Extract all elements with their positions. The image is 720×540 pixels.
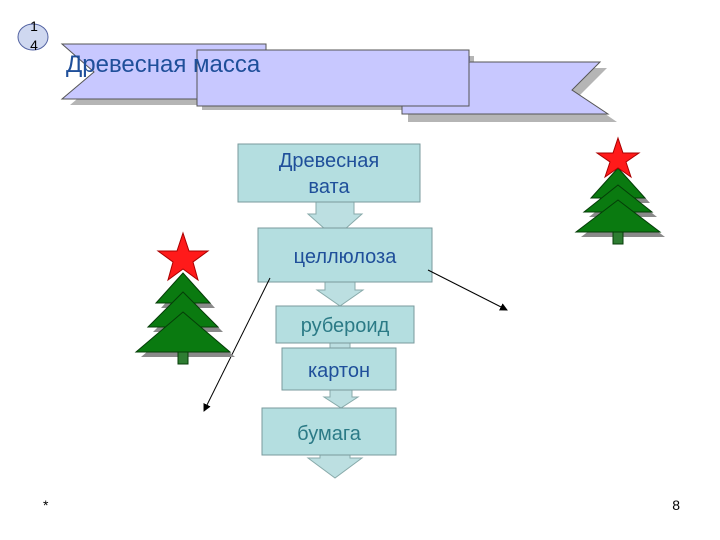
down-arrow-1	[306, 201, 364, 239]
slide-title: Древесная масса	[66, 51, 261, 78]
down-arrow-4	[322, 389, 360, 409]
page-number: 8	[672, 497, 680, 513]
box-roofing-felt	[275, 305, 415, 344]
box-cellulose-label: целлюлоза	[294, 246, 398, 268]
title-banner: Древесная масса	[60, 43, 617, 122]
badge-digit-2: 4	[30, 37, 38, 53]
down-arrow-2	[315, 281, 365, 307]
box-wood-wool-line1: Древесная	[279, 150, 379, 172]
arrow-line-right	[427, 269, 508, 311]
box-paper-label: бумага	[297, 423, 362, 445]
tree-with-star-icon	[134, 231, 235, 365]
star-icon	[595, 136, 641, 179]
tree-with-star-icon	[574, 136, 665, 245]
box-wood-wool	[237, 143, 421, 203]
footer-asterisk: *	[43, 497, 49, 513]
badge-digit-1: 1	[30, 18, 38, 34]
box-wood-wool-line2: вата	[308, 176, 350, 198]
arrow-line-left	[203, 277, 271, 412]
box-cardboard	[281, 347, 397, 391]
box-cardboard-label: картон	[308, 360, 370, 382]
box-roofing-felt-label: рубероид	[301, 315, 390, 337]
box-cellulose	[257, 227, 433, 283]
flow-diagram: Древесная вата целлюлоза рубероид картон…	[237, 143, 433, 479]
star-icon	[156, 231, 210, 282]
slide-number-badge: 1 4	[17, 18, 49, 53]
box-paper	[261, 407, 397, 456]
down-arrow-5	[306, 454, 364, 479]
